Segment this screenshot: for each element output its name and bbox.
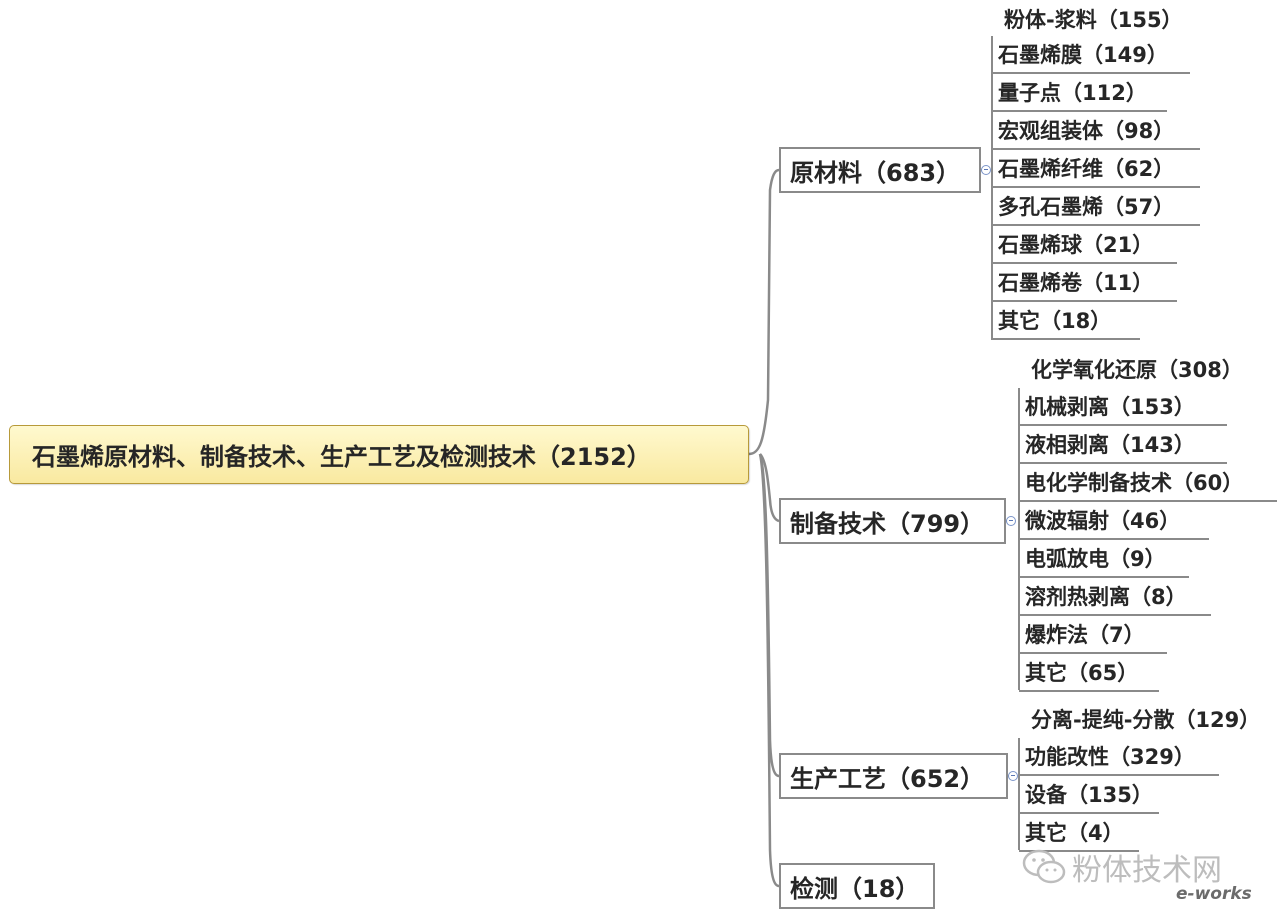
leaf-topic[interactable]: 石墨烯球（21） bbox=[992, 226, 1177, 264]
branch-preparation-technology[interactable]: 制备技术（799） bbox=[779, 498, 1006, 544]
root-label: 石墨烯原材料、制备技术、生产工艺及检测技术（2152） bbox=[32, 443, 651, 471]
leaf-label: 液相剥离（143） bbox=[1025, 433, 1195, 457]
leaf-topic[interactable]: 其它（65） bbox=[1019, 654, 1159, 692]
leaf-label: 分离-提纯-分散（129） bbox=[1031, 708, 1261, 732]
root-connector bbox=[758, 453, 780, 888]
collapse-icon[interactable] bbox=[1008, 771, 1018, 781]
branch-label: 生产工艺（652） bbox=[790, 764, 985, 793]
root-connector bbox=[759, 453, 780, 523]
leaf-topic[interactable]: 电化学制备技术（60） bbox=[1019, 464, 1277, 502]
leaf-label: 石墨烯卷（11） bbox=[998, 271, 1154, 295]
wechat-icon bbox=[1022, 849, 1066, 884]
leaf-topic[interactable]: 多孔石墨烯（57） bbox=[992, 188, 1200, 226]
leaf-topic[interactable]: 石墨烯纤维（62） bbox=[992, 150, 1200, 188]
leaf-label: 粉体-浆料（155） bbox=[1004, 8, 1183, 32]
root-connector bbox=[748, 168, 780, 456]
leaf-label: 宏观组装体（98） bbox=[998, 119, 1175, 143]
leaf-label: 功能改性（329） bbox=[1025, 745, 1195, 769]
leaf-topic[interactable]: 石墨烯膜（149） bbox=[992, 36, 1190, 74]
leaf-label: 微波辐射（46） bbox=[1025, 509, 1181, 533]
branch-label: 检测（18） bbox=[790, 874, 920, 903]
leaf-label: 石墨烯膜（149） bbox=[998, 43, 1168, 67]
leaf-topic[interactable]: 爆炸法（7） bbox=[1019, 616, 1167, 654]
watermark: 粉体技术网 bbox=[1022, 842, 1222, 892]
brand-text: e-works bbox=[1176, 884, 1252, 904]
leaf-label: 其它（18） bbox=[998, 309, 1112, 333]
leaf-label: 电弧放电（9） bbox=[1025, 547, 1166, 571]
leaf-topic[interactable]: 设备（135） bbox=[1019, 776, 1159, 814]
leaf-label: 量子点（112） bbox=[998, 81, 1147, 105]
leaf-topic[interactable]: 其它（18） bbox=[992, 302, 1140, 340]
leaf-topic[interactable]: 宏观组装体（98） bbox=[992, 112, 1200, 150]
leaf-label: 其它（4） bbox=[1025, 821, 1124, 845]
leaf-topic[interactable]: 电弧放电（9） bbox=[1019, 540, 1189, 578]
collapse-icon[interactable] bbox=[981, 165, 991, 175]
leaf-topic[interactable]: 机械剥离（153） bbox=[1019, 388, 1227, 426]
leaf-topic[interactable]: 化学氧化还原（308） bbox=[1025, 350, 1265, 388]
leaf-topic[interactable]: 溶剂热剥离（8） bbox=[1019, 578, 1211, 616]
branch-label: 制备技术（799） bbox=[790, 509, 985, 538]
leaf-topic[interactable]: 其它（4） bbox=[1019, 814, 1139, 852]
watermark-text: 粉体技术网 bbox=[1072, 853, 1222, 888]
leaf-label: 溶剂热剥离（8） bbox=[1025, 585, 1187, 609]
leaf-topic[interactable]: 微波辐射（46） bbox=[1019, 502, 1209, 540]
branch-testing[interactable]: 检测（18） bbox=[779, 863, 935, 909]
leaf-label: 化学氧化还原（308） bbox=[1031, 358, 1243, 382]
leaf-label: 机械剥离（153） bbox=[1025, 395, 1195, 419]
leaf-topic[interactable]: 分离-提纯-分散（129） bbox=[1025, 700, 1280, 738]
branch-production-process[interactable]: 生产工艺（652） bbox=[779, 753, 1008, 799]
leaf-topic[interactable]: 量子点（112） bbox=[992, 74, 1167, 112]
leaf-topic[interactable]: 粉体-浆料（155） bbox=[998, 0, 1198, 38]
leaf-topic[interactable]: 石墨烯卷（11） bbox=[992, 264, 1177, 302]
leaf-label: 设备（135） bbox=[1025, 783, 1153, 807]
branch-label: 原材料（683） bbox=[790, 158, 961, 187]
leaf-topic[interactable]: 液相剥离（143） bbox=[1019, 426, 1227, 464]
leaf-topic[interactable]: 功能改性（329） bbox=[1019, 738, 1219, 776]
root-topic[interactable]: 石墨烯原材料、制备技术、生产工艺及检测技术（2152） bbox=[9, 425, 749, 484]
leaf-label: 电化学制备技术（60） bbox=[1025, 471, 1244, 495]
leaf-label: 石墨烯球（21） bbox=[998, 233, 1154, 257]
leaf-label: 爆炸法（7） bbox=[1025, 623, 1145, 647]
branch-raw-materials[interactable]: 原材料（683） bbox=[779, 147, 981, 193]
leaf-label: 石墨烯纤维（62） bbox=[998, 157, 1175, 181]
leaf-label: 其它（65） bbox=[1025, 661, 1139, 685]
collapse-icon[interactable] bbox=[1006, 516, 1016, 526]
brand-logo: e-works bbox=[1176, 884, 1252, 904]
leaf-label: 多孔石墨烯（57） bbox=[998, 195, 1175, 219]
